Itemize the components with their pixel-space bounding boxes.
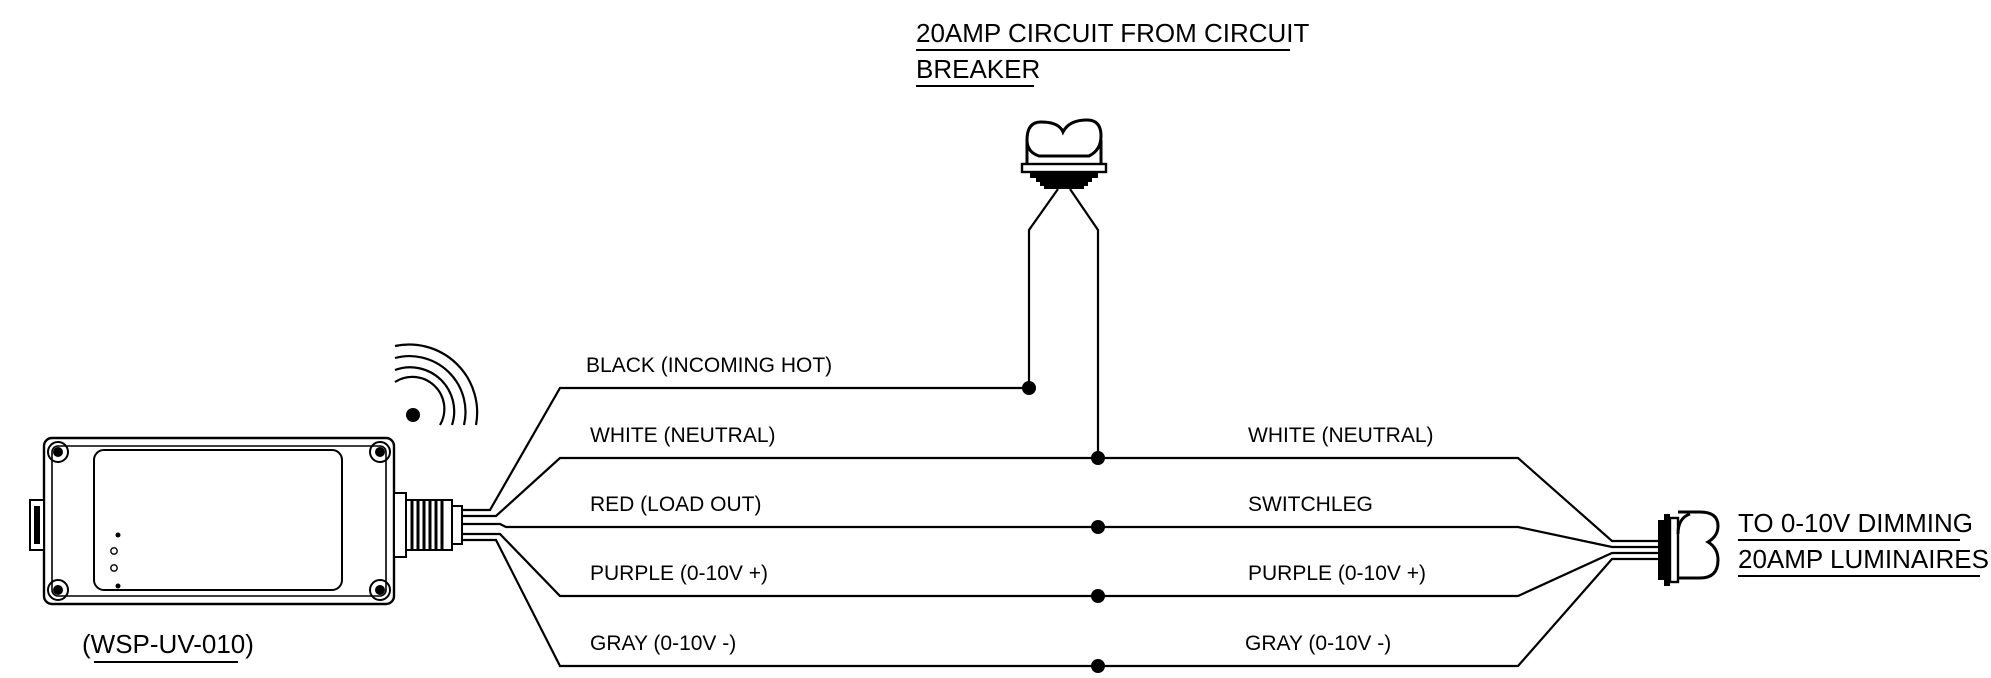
gray-wire-right — [1098, 557, 1658, 668]
source-title-line2: BREAKER — [916, 54, 1040, 84]
wire-label-purple-left: PURPLE (0-10V +) — [590, 562, 768, 585]
white-wire-left — [462, 456, 1098, 518]
source-black-wire — [1027, 188, 1059, 388]
red-wire — [462, 522, 1098, 529]
screw-icon — [47, 441, 391, 601]
led-indicator — [115, 532, 121, 538]
wire-label-purple-right: PURPLE (0-10V +) — [1248, 562, 1426, 585]
gray-wire-left — [462, 538, 1098, 668]
white-wire-right — [1098, 456, 1658, 543]
wire-label-white-left: WHITE (NEUTRAL) — [590, 424, 776, 447]
controller-box — [29, 436, 396, 606]
destination-line2: 20AMP LUMINAIRES — [1738, 544, 1989, 574]
right-wire-bundle — [1098, 456, 1658, 668]
wire-label-red: RED (LOAD OUT) — [590, 493, 762, 516]
wire-label-switchleg: SWITCHLEG — [1248, 493, 1373, 516]
left-wire-bundle — [462, 386, 1098, 668]
switchleg-wire — [1098, 525, 1658, 549]
wire-label-gray-left: GRAY (0-10V -) — [590, 632, 736, 655]
wire-label-gray-right: GRAY (0-10V -) — [1245, 632, 1391, 655]
box-connector — [393, 492, 463, 558]
wire-label-black: BLACK (INCOMING HOT) — [586, 354, 832, 377]
black-wire — [462, 386, 1029, 512]
destination-conduit-fitting-icon — [1658, 510, 1720, 586]
wireless-signal-icon — [394, 343, 479, 426]
wire-label-white-right: WHITE (NEUTRAL) — [1248, 424, 1434, 447]
source-white-wire — [1069, 188, 1100, 458]
destination-line1: TO 0-10V DIMMING — [1738, 508, 1973, 538]
source-conduit-fitting-icon — [1020, 118, 1108, 189]
source-title-line1: 20AMP CIRCUIT FROM CIRCUIT — [916, 18, 1310, 48]
device-model-label: (WSP-UV-010) — [82, 629, 254, 659]
purple-wire-right — [1098, 551, 1658, 598]
purple-wire-left — [462, 532, 1098, 598]
